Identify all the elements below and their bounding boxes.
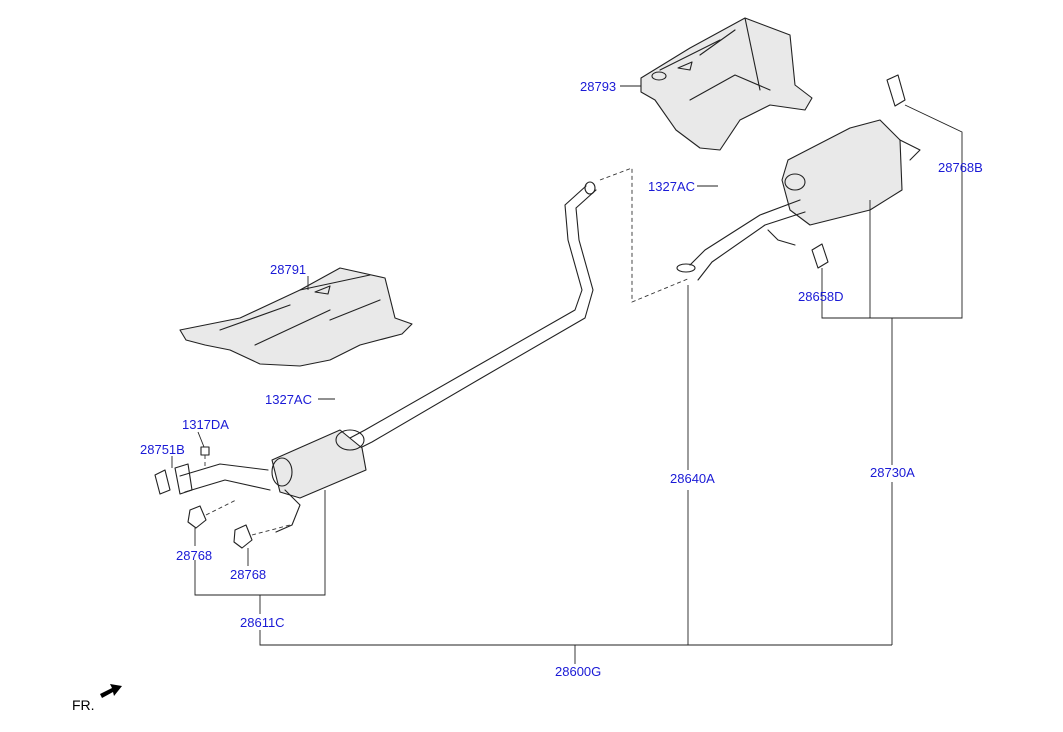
label-28600g[interactable]: 28600G [555,664,602,679]
label-28751b[interactable]: 28751B [140,442,185,457]
label-28611c[interactable]: 28611C [240,615,285,630]
center-pipe-drawing [349,181,597,449]
label-1317da[interactable]: 1317DA [182,417,229,432]
rear-muffler-drawing [676,74,921,281]
front-heat-protector-drawing [179,267,413,367]
label-28791[interactable]: 28791 [270,262,307,277]
label-28730a[interactable]: 28730A [870,465,915,480]
pipe-connection-dashes [599,167,691,303]
label-28768b[interactable]: 28768B [938,160,983,175]
front-arrow-icon [100,684,122,698]
front-direction-label: FR. [72,697,95,713]
front-small-parts-drawing [154,446,291,549]
leader-lines [171,85,963,664]
label-28658d[interactable]: 28658D [798,289,844,304]
label-28793[interactable]: 28793 [580,79,617,94]
label-28768-left[interactable]: 28768 [176,548,213,563]
label-28768-right[interactable]: 28768 [230,567,267,582]
front-muffler-drawing [179,429,367,533]
label-1327ac-rear[interactable]: 1327AC [648,179,695,194]
label-1327ac-front[interactable]: 1327AC [265,392,312,407]
label-28640a[interactable]: 28640A [670,471,715,486]
rear-heat-protector-drawing [640,17,813,151]
